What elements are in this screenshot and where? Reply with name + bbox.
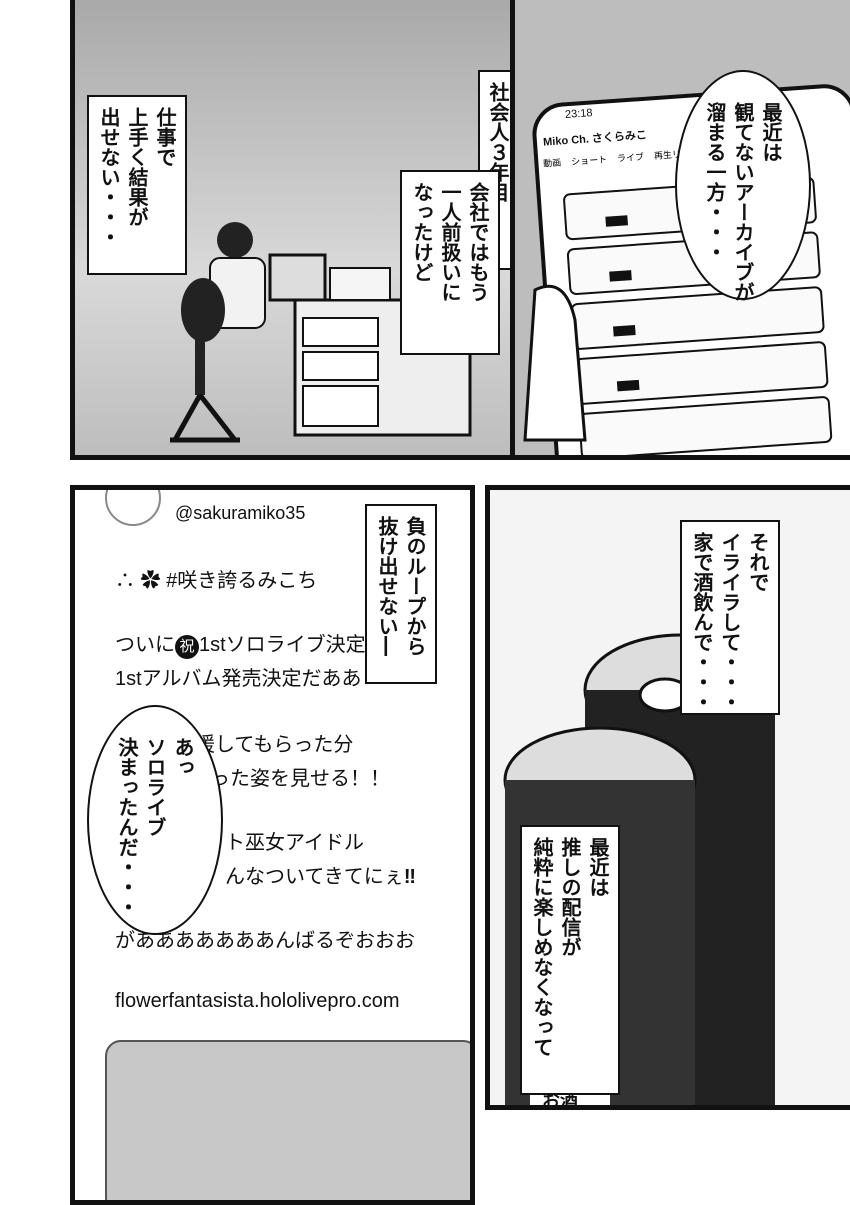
tweet-line-7: があああああああんばるぞおおお — [115, 930, 415, 952]
tweet-hashtag[interactable]: ∴ ✿ #咲き誇るみこち — [115, 570, 318, 592]
caption-cant-enjoy: 最近は 推しの配信が 純粋に楽しめなくなって — [520, 825, 620, 1095]
phone-tab[interactable]: 動画 — [542, 157, 562, 169]
phone-tab[interactable]: ショート — [570, 154, 608, 167]
tweet-line-6: んなついてきてにぇ‼ — [225, 866, 416, 888]
speech-solo-live: あっ ソロライブ 決まったんだ・・・ — [87, 705, 223, 935]
panel-phone: 23:18 Miko Ch. さくらみこ 動画 ショート ライブ 再生リ 最近は… — [510, 0, 850, 460]
tweet-line-5: ト巫女アイドル — [225, 832, 364, 854]
tweet-line-4: 誇った姿を見せる！！ — [190, 768, 390, 790]
caption-drinking: それで イライラして・・・ 家で酒飲んで・・・ — [680, 520, 780, 715]
flower-icon: ∴ ✿ — [115, 570, 167, 592]
speech-archive-piling: 最近は 観てないアーカイブが 溜まる一方・・・ — [675, 70, 811, 302]
caption-kaisha: 会社ではもう 一人前扱いに なったけど — [400, 170, 500, 355]
phone-tab[interactable]: ライブ — [616, 151, 645, 164]
phone-time: 23:18 — [564, 107, 593, 121]
tweet-avatar — [105, 490, 161, 526]
panel-drinking: お酒 それで イライラして・・・ 家で酒飲んで・・・ 最近は 推しの配信が 純粋… — [485, 485, 850, 1110]
tweet-handle[interactable]: @sakuramiko35 — [175, 503, 306, 523]
tweet-line-2: 1stアルバム発売決定だああ — [115, 668, 362, 690]
caption-work-results: 仕事で 上手く結果が 出せない・・・ — [87, 95, 187, 275]
panel-office: 仕事で 上手く結果が 出せない・・・ 社会人３年目 会社ではもう 一人前扱いに … — [70, 0, 535, 460]
tweet-image[interactable] — [105, 1040, 470, 1200]
tweet-url[interactable]: flowerfantasista.hololivepro.com — [115, 990, 400, 1012]
celebration-badge-icon: 祝 — [175, 635, 199, 659]
caption-negative-loop: 負のループから 抜け出せない― — [365, 504, 437, 684]
double-exclamation-icon: ‼ — [403, 866, 416, 888]
